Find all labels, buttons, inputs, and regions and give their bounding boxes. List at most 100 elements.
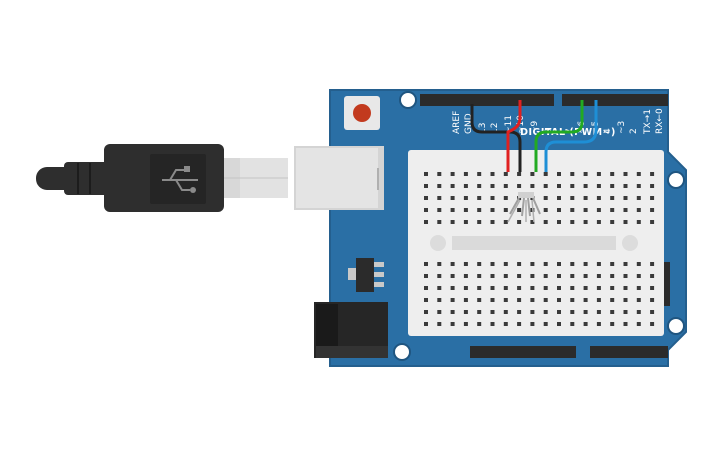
breadboard-hole[interactable] (463, 220, 468, 224)
breadboard-hole[interactable] (583, 322, 588, 326)
breadboard-hole[interactable] (636, 310, 641, 314)
breadboard-hole[interactable] (463, 262, 468, 266)
breadboard-hole[interactable] (490, 310, 495, 314)
breadboard-hole[interactable] (530, 298, 535, 302)
breadboard-hole[interactable] (570, 262, 575, 266)
breadboard-hole[interactable] (557, 286, 561, 290)
breadboard-hole[interactable] (424, 208, 428, 212)
breadboard-hole[interactable] (596, 172, 601, 176)
breadboard-hole[interactable] (530, 184, 535, 188)
breadboard-hole[interactable] (503, 274, 508, 278)
breadboard-hole[interactable] (636, 220, 641, 224)
breadboard-hole[interactable] (477, 286, 482, 290)
breadboard-hole[interactable] (543, 196, 548, 200)
breadboard-hole[interactable] (477, 298, 482, 302)
breadboard-hole[interactable] (610, 262, 615, 266)
breadboard-hole[interactable] (490, 220, 495, 224)
breadboard-hole[interactable] (530, 220, 535, 224)
breadboard-hole[interactable] (557, 274, 561, 278)
breadboard-hole[interactable] (517, 262, 522, 266)
breadboard-hole[interactable] (610, 172, 615, 176)
breadboard-hole[interactable] (437, 322, 442, 326)
wire-black[interactable] (470, 104, 522, 172)
breadboard-hole[interactable] (543, 310, 548, 314)
breadboard-hole[interactable] (636, 262, 641, 266)
breadboard-hole[interactable] (424, 262, 428, 266)
breadboard-hole[interactable] (543, 184, 548, 188)
breadboard-hole[interactable] (477, 208, 482, 212)
breadboard-hole[interactable] (503, 310, 508, 314)
breadboard-hole[interactable] (636, 172, 641, 176)
breadboard-hole[interactable] (636, 286, 641, 290)
breadboard-hole[interactable] (583, 310, 588, 314)
breadboard-hole[interactable] (610, 196, 615, 200)
breadboard-hole[interactable] (623, 196, 628, 200)
breadboard-hole[interactable] (557, 184, 561, 188)
breadboard-hole[interactable] (450, 322, 455, 326)
breadboard-hole[interactable] (583, 220, 588, 224)
breadboard-hole[interactable] (424, 310, 428, 314)
breadboard-hole[interactable] (477, 220, 482, 224)
breadboard-hole[interactable] (583, 274, 588, 278)
breadboard-hole[interactable] (503, 262, 508, 266)
breadboard-hole[interactable] (596, 286, 601, 290)
breadboard-hole[interactable] (517, 298, 522, 302)
breadboard-hole[interactable] (490, 262, 495, 266)
breadboard-hole[interactable] (650, 208, 655, 212)
breadboard-hole[interactable] (543, 220, 548, 224)
breadboard-hole[interactable] (517, 172, 522, 176)
breadboard-hole[interactable] (570, 220, 575, 224)
breadboard-hole[interactable] (636, 196, 641, 200)
breadboard-hole[interactable] (610, 322, 615, 326)
breadboard-hole[interactable] (543, 208, 548, 212)
breadboard-hole[interactable] (557, 298, 561, 302)
breadboard-hole[interactable] (437, 286, 442, 290)
breadboard-hole[interactable] (477, 184, 482, 188)
breadboard-hole[interactable] (463, 208, 468, 212)
breadboard-hole[interactable] (650, 274, 655, 278)
breadboard[interactable] (408, 150, 664, 336)
breadboard-hole[interactable] (424, 172, 428, 176)
breadboard-hole[interactable] (530, 310, 535, 314)
breadboard-hole[interactable] (570, 322, 575, 326)
breadboard-hole[interactable] (650, 298, 655, 302)
wire-blue[interactable] (544, 100, 598, 172)
breadboard-hole[interactable] (450, 274, 455, 278)
breadboard-hole[interactable] (543, 298, 548, 302)
breadboard-hole[interactable] (530, 172, 535, 176)
breadboard-hole[interactable] (450, 208, 455, 212)
rgb-led[interactable] (507, 192, 541, 223)
breadboard-hole[interactable] (490, 172, 495, 176)
breadboard-hole[interactable] (623, 262, 628, 266)
wire-green[interactable] (534, 100, 584, 172)
breadboard-hole[interactable] (650, 196, 655, 200)
breadboard-hole[interactable] (424, 322, 428, 326)
breadboard-hole[interactable] (503, 184, 508, 188)
breadboard-hole[interactable] (477, 196, 482, 200)
breadboard-hole[interactable] (596, 196, 601, 200)
breadboard-hole[interactable] (437, 208, 442, 212)
breadboard-hole[interactable] (543, 286, 548, 290)
breadboard-hole[interactable] (543, 172, 548, 176)
breadboard-hole[interactable] (424, 184, 428, 188)
breadboard-hole[interactable] (610, 184, 615, 188)
breadboard-hole[interactable] (596, 298, 601, 302)
breadboard-hole[interactable] (650, 322, 655, 326)
breadboard-hole[interactable] (583, 262, 588, 266)
breadboard-hole[interactable] (623, 274, 628, 278)
breadboard-hole[interactable] (650, 184, 655, 188)
breadboard-hole[interactable] (437, 262, 442, 266)
breadboard-hole[interactable] (437, 220, 442, 224)
breadboard-hole[interactable] (570, 298, 575, 302)
usb-cable[interactable] (36, 144, 288, 212)
breadboard-hole[interactable] (463, 196, 468, 200)
breadboard-hole[interactable] (517, 220, 522, 224)
breadboard-hole[interactable] (477, 172, 482, 176)
breadboard-hole[interactable] (557, 220, 561, 224)
breadboard-hole[interactable] (583, 286, 588, 290)
breadboard-hole[interactable] (557, 196, 561, 200)
breadboard-hole[interactable] (570, 274, 575, 278)
breadboard-hole[interactable] (623, 310, 628, 314)
breadboard-hole[interactable] (650, 310, 655, 314)
